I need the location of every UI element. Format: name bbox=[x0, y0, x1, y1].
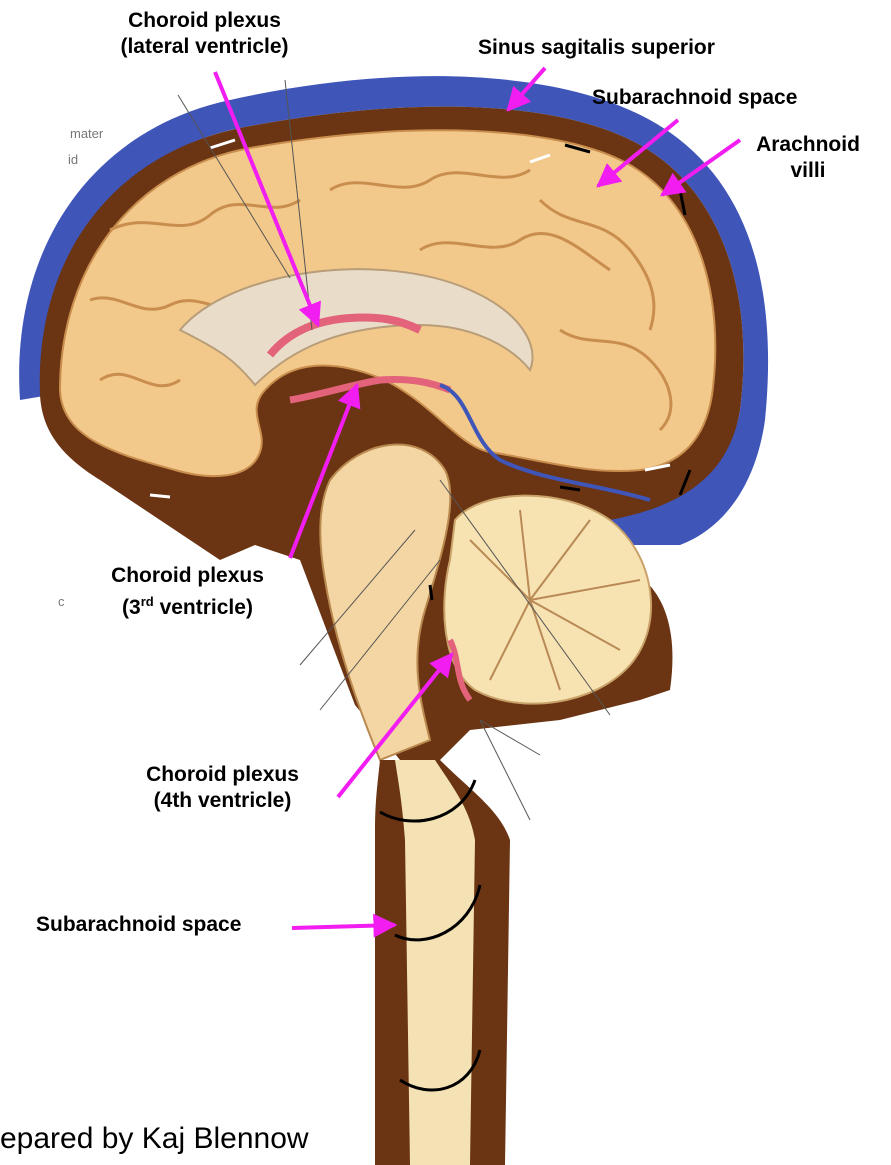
label-choroid-third: Choroid plexus (3rd ventricle) bbox=[80, 563, 295, 621]
label-subarachnoid-top: Subarachnoid space bbox=[592, 85, 797, 111]
faint-label-c: c bbox=[58, 594, 65, 609]
label-arachnoid-villi: Arachnoid villi bbox=[748, 132, 868, 184]
label-sinus-sagitalis: Sinus sagitalis superior bbox=[478, 35, 715, 61]
faint-label-mater: mater bbox=[70, 126, 103, 141]
label-choroid-lateral: Choroid plexus (lateral ventricle) bbox=[82, 8, 327, 60]
faint-label-id: id bbox=[68, 152, 78, 167]
credit-text: epared by Kaj Blennow bbox=[0, 1122, 309, 1156]
label-subarachnoid-bottom: Subarachnoid space bbox=[36, 912, 241, 938]
label-choroid-third-line2: (3rd ventricle) bbox=[80, 589, 295, 621]
label-choroid-fourth: Choroid plexus (4th ventricle) bbox=[115, 762, 330, 814]
